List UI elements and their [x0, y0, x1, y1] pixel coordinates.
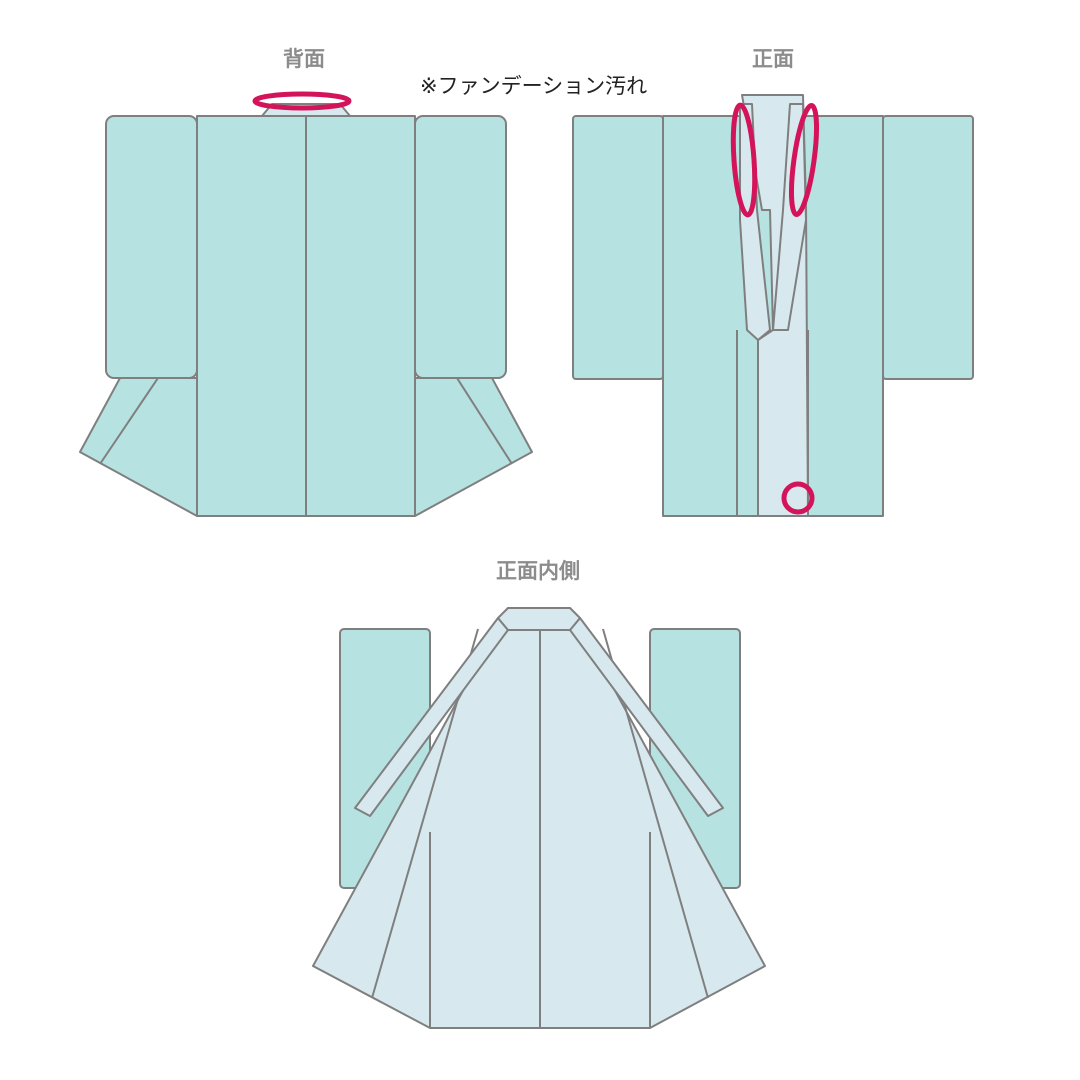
back-right-sleeve	[414, 115, 507, 379]
back-left-sleeve	[105, 115, 198, 379]
front-collar-band-left	[739, 103, 771, 341]
back-skirt-right	[414, 377, 533, 517]
kimono-front-view	[572, 94, 974, 517]
stain-note: ※ファンデーション汚れ	[420, 74, 648, 98]
inside-view-label: 正面内側	[496, 559, 580, 583]
kimono-back-view	[79, 91, 533, 517]
stain-marker-front-collar-left	[730, 102, 758, 218]
stain-marker-back-collar	[252, 91, 352, 111]
stain-marker-front-collar-right	[788, 103, 820, 217]
back-skirt-left	[79, 377, 198, 517]
front-collar-band-right	[772, 103, 807, 331]
stain-marker-front-hem	[781, 481, 815, 515]
kimono-inside-view	[312, 607, 766, 1029]
back-view-label: 背面	[283, 47, 325, 71]
front-right-sleeve	[882, 115, 974, 380]
front-view-label: 正面	[752, 47, 794, 71]
inside-collar-top	[497, 607, 581, 631]
front-left-sleeve	[572, 115, 664, 380]
